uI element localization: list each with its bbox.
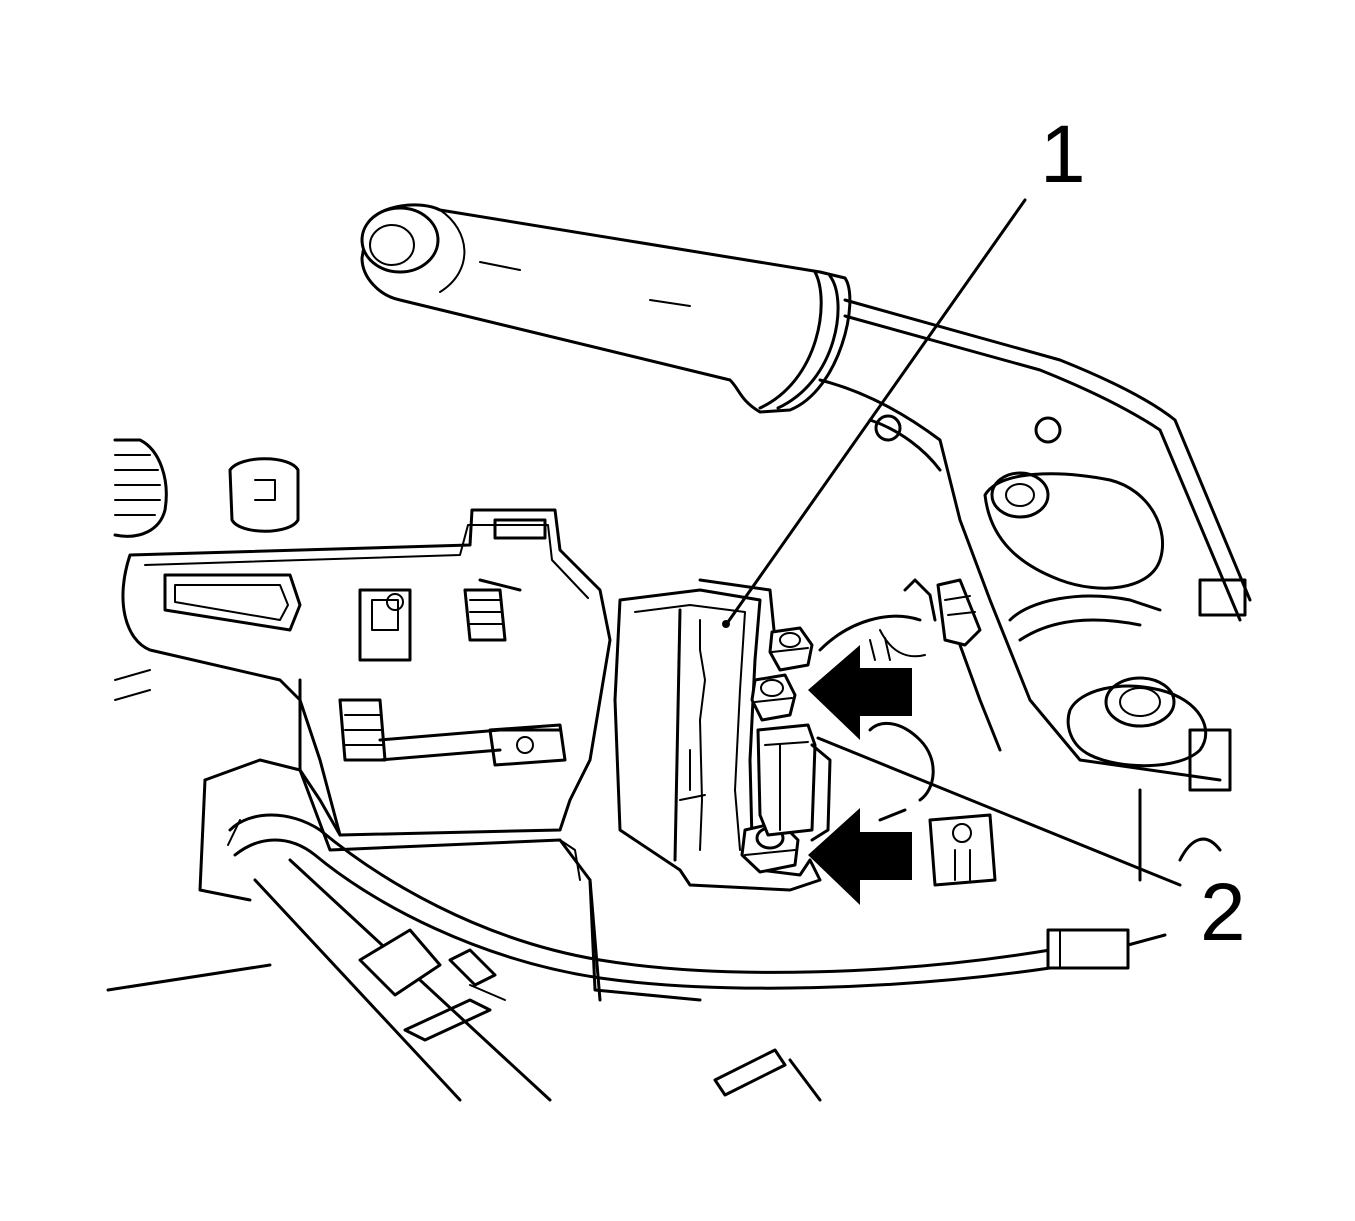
callout-1-leader [726,198,1027,624]
bolt-upper [768,626,814,672]
callout-2-leader [816,736,1182,887]
brake-cable [227,813,1167,990]
parking-brake-switch [756,723,832,842]
brake-lever-handle [360,203,852,414]
bracket-assembly [613,578,822,892]
left-components [106,438,300,992]
bracket-plate [121,508,612,837]
lower-rods [253,858,822,1102]
callout-1-label: 1 [1040,109,1086,200]
arrow-lower [808,808,912,905]
arrow-upper [808,645,912,740]
bolt-middle [750,673,797,722]
lever-body [818,298,1252,882]
switch-wiring [818,578,1002,887]
lower-housing [198,758,702,1002]
callout-2-label: 2 [1200,867,1246,958]
